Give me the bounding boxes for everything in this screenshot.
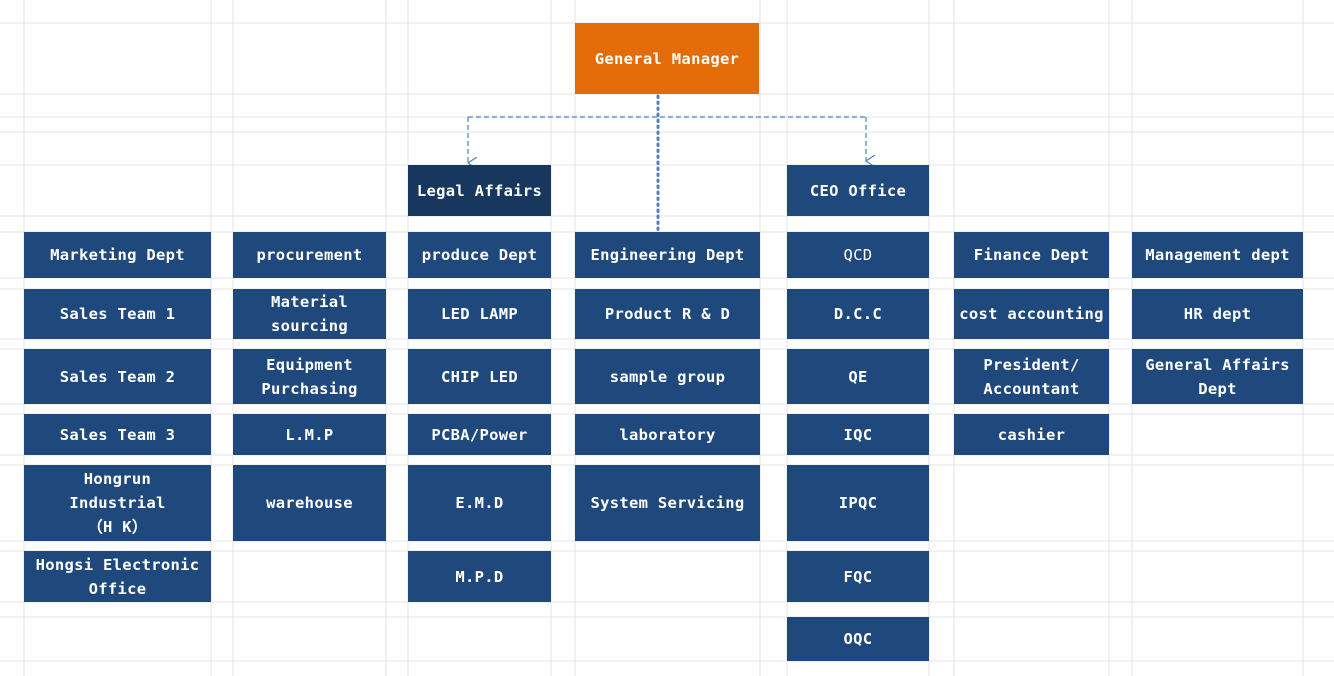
node-marketing-dept: Marketing Dept [24, 232, 211, 278]
node-dcc: D.C.C [787, 289, 929, 339]
node-cost-accounting: cost accounting [954, 289, 1109, 339]
node-pcba-power: PCBA/Power [408, 414, 551, 455]
node-emd: E.M.D [408, 465, 551, 541]
node-hr-dept: HR dept [1132, 289, 1303, 339]
node-mpd: M.P.D [408, 551, 551, 602]
node-qcd: QCD [787, 232, 929, 278]
node-laboratory: laboratory [575, 414, 760, 455]
node-sales-team-3: Sales Team 3 [24, 414, 211, 455]
node-material-sourcing: Material sourcing [233, 289, 386, 339]
node-equipment-purchasing: Equipment Purchasing [233, 349, 386, 404]
node-management-dept: Management dept [1132, 232, 1303, 278]
node-system-servicing: System Servicing [575, 465, 760, 541]
node-warehouse: warehouse [233, 465, 386, 541]
node-finance-dept: Finance Dept [954, 232, 1109, 278]
node-president-accountant: President/ Accountant [954, 349, 1109, 404]
node-sales-team-2: Sales Team 2 [24, 349, 211, 404]
node-sales-team-1: Sales Team 1 [24, 289, 211, 339]
node-led-lamp: LED LAMP [408, 289, 551, 339]
node-hongrun-industrial: Hongrun Industrial （H K） [24, 465, 211, 541]
node-iqc: IQC [787, 414, 929, 455]
node-oqc: OQC [787, 617, 929, 661]
node-chip-led: CHIP LED [408, 349, 551, 404]
node-lmp: L.M.P [233, 414, 386, 455]
node-cashier: cashier [954, 414, 1109, 455]
node-fqc: FQC [787, 551, 929, 602]
node-sample-group: sample group [575, 349, 760, 404]
node-ipqc: IPQC [787, 465, 929, 541]
legal-affairs-box: Legal Affairs [408, 165, 551, 216]
node-engineering-dept: Engineering Dept [575, 232, 760, 278]
node-qe: QE [787, 349, 929, 404]
node-hongsi-electronic-office: Hongsi Electronic Office [24, 551, 211, 602]
node-produce-dept: produce Dept [408, 232, 551, 278]
ceo-office-box: CEO Office [787, 165, 929, 216]
node-procurement: procurement [233, 232, 386, 278]
node-general-affairs-dept: General Affairs Dept [1132, 349, 1303, 404]
node-product-rd: Product R & D [575, 289, 760, 339]
general-manager-box: General Manager [575, 23, 759, 94]
